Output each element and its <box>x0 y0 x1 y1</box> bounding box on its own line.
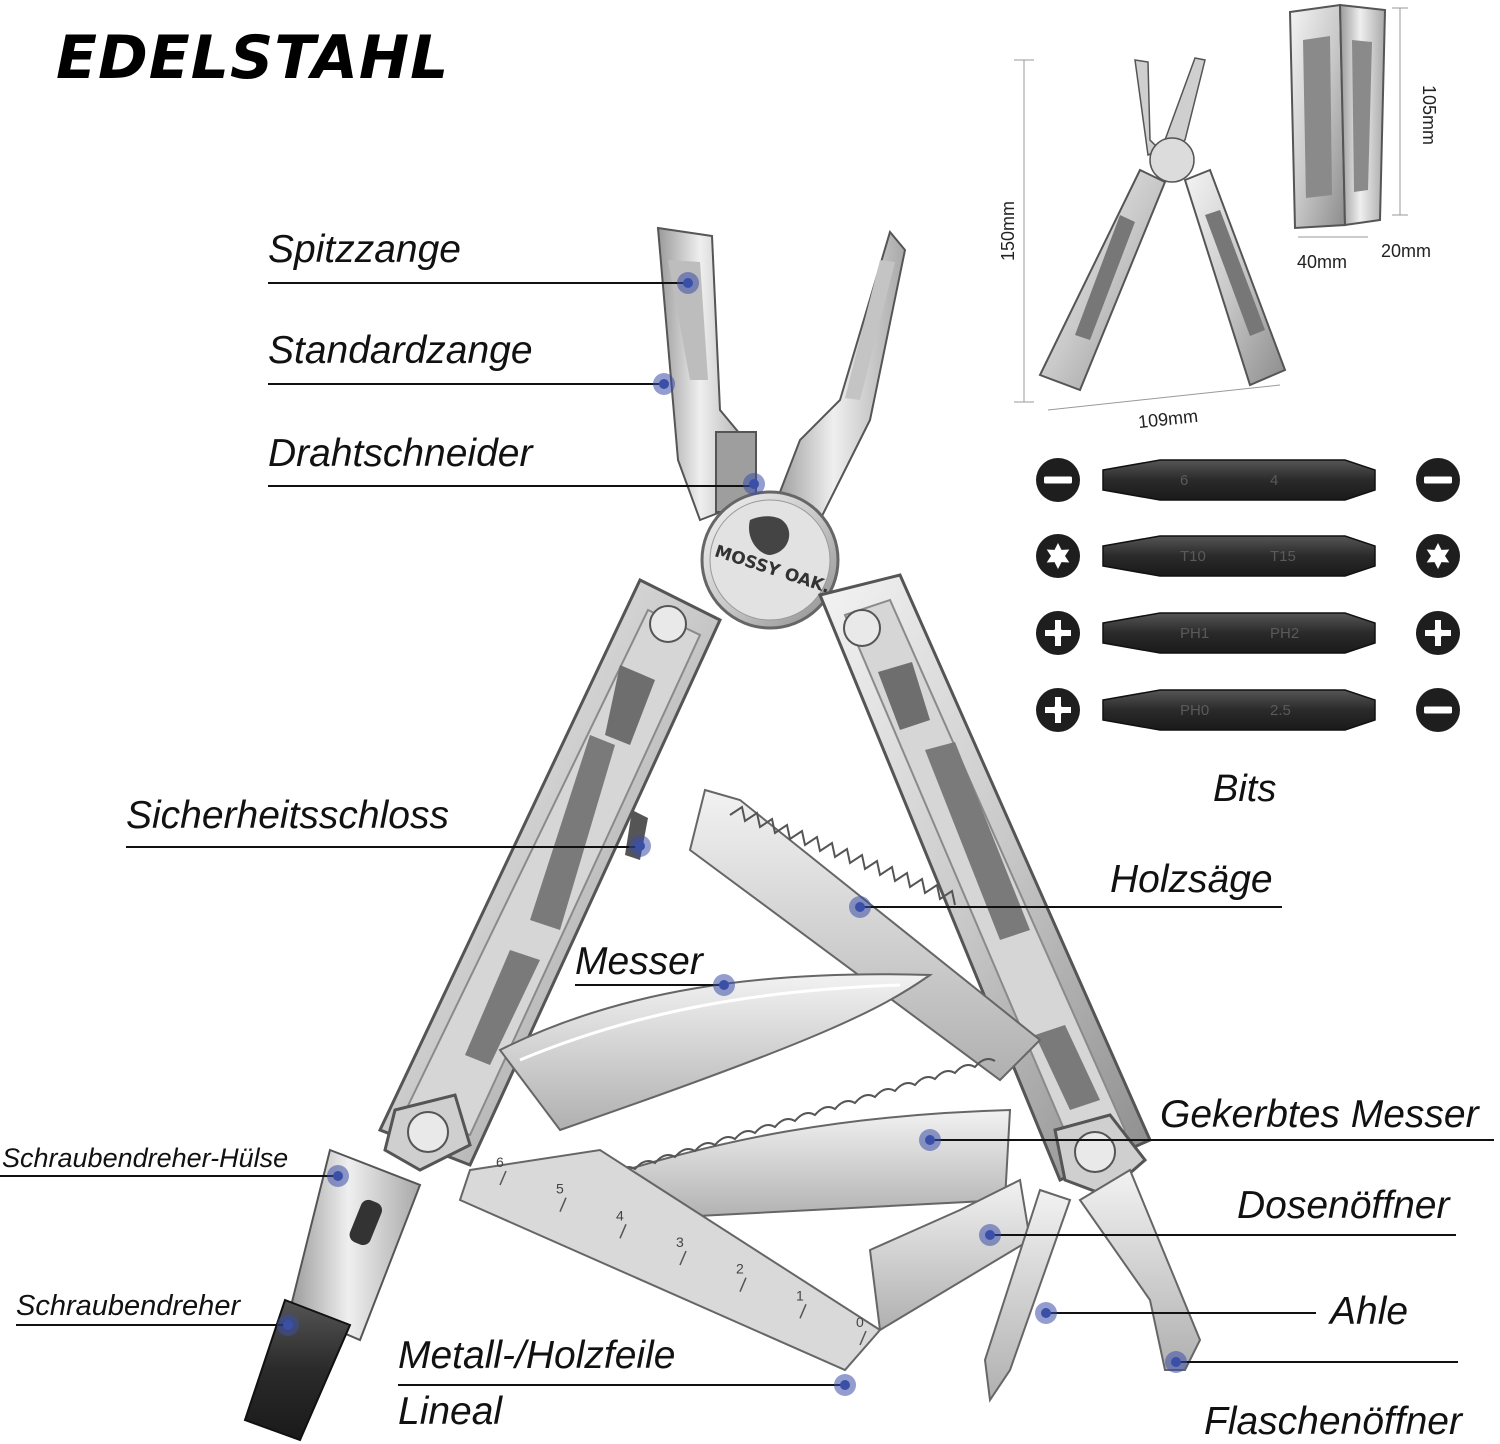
bit-left-size: PH1 <box>1180 625 1209 642</box>
bit-right-size: 4 <box>1270 472 1278 489</box>
slot-icon <box>1416 688 1460 732</box>
label-flaschenoeffner: Flaschenöffner <box>1204 1400 1462 1443</box>
bit-left-size: 6 <box>1180 472 1188 489</box>
ruler-number: 4 <box>616 1207 624 1223</box>
phillips-icon <box>1416 611 1460 655</box>
dim-height-open: 150mm <box>998 200 1018 261</box>
page-title: EDELSTAHL <box>56 23 450 93</box>
label-messer: Messer <box>575 940 703 983</box>
bits-title: Bits <box>1213 768 1277 810</box>
ruler-tick <box>679 1250 687 1266</box>
dim-width-closed: 40mm <box>1297 252 1348 272</box>
ruler-tick <box>739 1277 747 1292</box>
label-markers <box>277 272 1187 1396</box>
screwdriver-sleeve <box>288 1148 422 1342</box>
ruler-number: 6 <box>496 1154 504 1170</box>
label-dosenoeffner: Dosenöffner <box>1237 1184 1450 1227</box>
torx-icon <box>1416 534 1460 578</box>
ruler-number: 0 <box>856 1314 864 1330</box>
label-gekerbtes-messer: Gekerbtes Messer <box>1160 1093 1479 1136</box>
ruler-number: 5 <box>556 1181 564 1197</box>
ruler-tick <box>619 1224 627 1239</box>
label-sicherheitsschloss: Sicherheitsschloss <box>126 794 449 837</box>
small-tools <box>868 1168 1202 1403</box>
ruler-tick <box>799 1304 807 1319</box>
ruler-ticks: 0 1 2 3 4 5 6 <box>496 1154 867 1346</box>
phillips-icon <box>1036 688 1080 732</box>
dim-length-closed: 105mm <box>1419 84 1439 146</box>
label-spitzzange: Spitzzange <box>268 228 461 271</box>
ruler-number: 3 <box>676 1234 684 1250</box>
ruler-tick <box>559 1197 567 1212</box>
right-handle <box>817 573 1152 1197</box>
screwdriver-bit <box>243 1298 352 1442</box>
slot-icon <box>1036 458 1080 502</box>
serrated-knife <box>608 1058 1012 1222</box>
label-schraubendreher: Schraubendreher <box>16 1290 241 1322</box>
knife-blade <box>498 973 934 1132</box>
label-feile: Metall-/Holzfeile <box>398 1334 676 1377</box>
label-ahle: Ahle <box>1330 1290 1409 1333</box>
label-leader-lines <box>0 282 1494 1386</box>
closed-tool-thumbnail <box>1288 3 1408 238</box>
bit-3: PH1 PH2 <box>1102 612 1376 654</box>
torx-icon <box>1036 534 1080 578</box>
bit-left-size: PH0 <box>1180 702 1209 719</box>
left-handle <box>377 577 722 1172</box>
bit-left-size: T10 <box>1180 548 1206 565</box>
bit-right-size: PH2 <box>1270 625 1299 642</box>
label-lineal: Lineal <box>398 1390 503 1433</box>
bit-right-size: T15 <box>1270 548 1296 565</box>
ruler-number: 1 <box>796 1287 804 1303</box>
ruler-tick <box>499 1170 507 1186</box>
wood-saw <box>688 788 1042 1082</box>
open-tool-thumbnail <box>1014 57 1287 411</box>
bit-right-size: 2.5 <box>1270 702 1291 719</box>
dim-thickness-closed: 20mm <box>1381 241 1432 261</box>
slot-icon <box>1416 458 1460 502</box>
label-standardzange: Standardzange <box>268 329 533 372</box>
phillips-icon <box>1036 611 1080 655</box>
pliers-jaws <box>656 226 907 522</box>
bit-2: T10 T15 <box>1102 535 1376 577</box>
label-drahtschneider: Drahtschneider <box>268 432 533 475</box>
label-holzsaege: Holzsäge <box>1110 858 1273 901</box>
ruler-number: 2 <box>736 1261 744 1277</box>
ruler-tick <box>859 1330 867 1346</box>
mossy-oak-logo: MOSSY OAK. <box>700 490 840 630</box>
label-schraubendreher-huelse: Schraubendreher-Hülse <box>2 1143 289 1173</box>
bit-4: PH0 2.5 <box>1102 689 1376 731</box>
file-ruler: 0 1 2 3 4 5 6 <box>458 1148 882 1372</box>
